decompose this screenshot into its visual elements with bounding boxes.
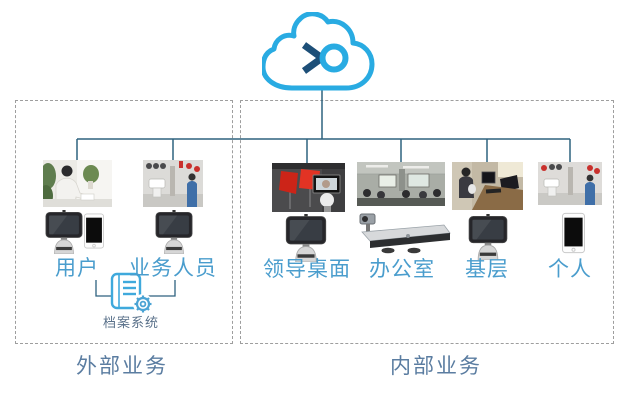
- item-label-user: 用户: [55, 257, 99, 280]
- cloud-icon: [260, 11, 382, 98]
- internal-business-label: 内部业务: [390, 355, 482, 378]
- smartphone-icon: [84, 212, 104, 250]
- logo-ring: [319, 43, 349, 73]
- item-label-grassroots: 基层: [465, 258, 509, 281]
- photo-service-counter-man: [39, 160, 112, 208]
- photo-meeting-room: [357, 162, 445, 206]
- photo-service-hall-person: [538, 162, 602, 205]
- desktop-terminal-icon: [45, 210, 83, 255]
- photo-service-hall: [143, 160, 203, 207]
- item-label-office: 办公室: [369, 258, 435, 281]
- item-label-business-staff: 业务人员: [129, 257, 217, 280]
- desktop-terminal-icon: [285, 214, 327, 263]
- external-business-group-box: [15, 100, 233, 344]
- internal-business-group-box: [240, 100, 614, 344]
- desktop-terminal-icon: [155, 210, 193, 255]
- document-gear-icon: [110, 272, 156, 316]
- smartphone-icon: [562, 212, 585, 254]
- external-business-label: 外部业务: [76, 355, 168, 378]
- item-label-personal: 个人: [548, 258, 592, 281]
- desktop-terminal-icon: [468, 214, 508, 261]
- item-label-leader-desktop: 领导桌面: [263, 258, 351, 281]
- video-conference-icon: [356, 212, 452, 254]
- photo-branch-office: [452, 162, 523, 210]
- archive-system-label: 档案系统: [102, 315, 159, 330]
- photo-office-red-flags: [272, 163, 345, 212]
